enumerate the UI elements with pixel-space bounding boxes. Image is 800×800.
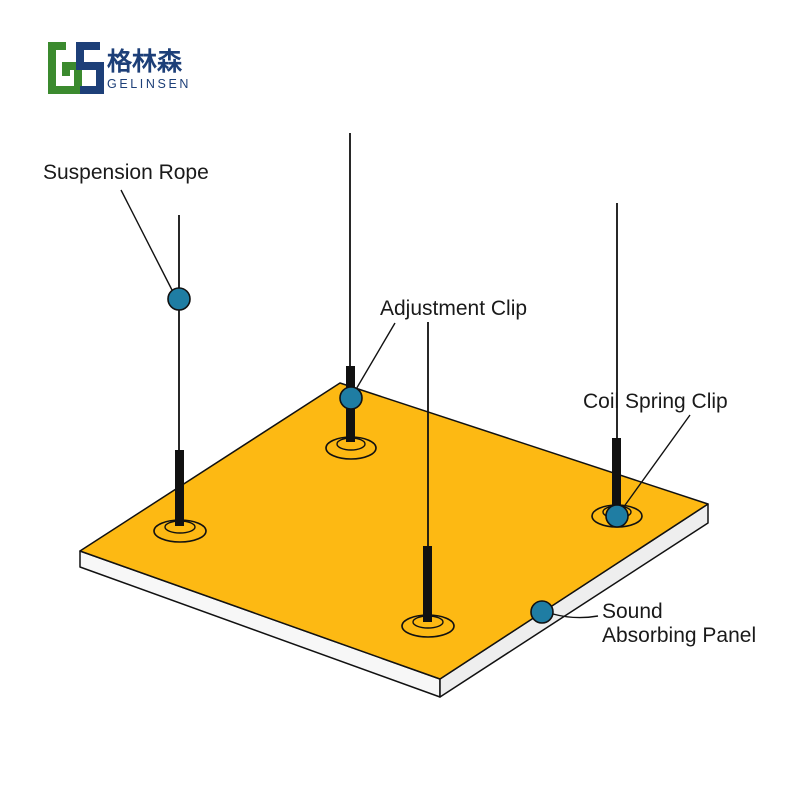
callout-markers (167, 287, 629, 624)
brand-name-en: GELINSEN (107, 77, 191, 91)
adjustment-clip-front (423, 546, 432, 622)
leader-sound-absorbing-panel (552, 613, 599, 619)
assembly-front (423, 322, 432, 622)
label-sound-absorbing-panel-line2: Absorbing Panel (602, 624, 756, 647)
leader-coil-spring-clip (622, 414, 691, 509)
logo-mark-icon (48, 42, 104, 94)
sound-absorbing-panel (79, 382, 709, 698)
label-suspension-rope: Suspension Rope (43, 161, 209, 184)
leader-lines (120, 189, 691, 619)
leader-suspension-rope (120, 189, 173, 291)
label-coil-spring-clip: Coil Spring Clip (583, 390, 728, 413)
marker-adjustment-clip (339, 386, 363, 410)
assembly-right (612, 203, 621, 512)
leader-adjustment-clip (354, 322, 396, 392)
marker-suspension-rope (167, 287, 191, 311)
gelinsen-logo: 格林森 GELINSEN (48, 42, 191, 94)
assembly-left (175, 215, 184, 526)
label-sound-absorbing-panel-line1: Sound (602, 600, 663, 623)
coil-spring-clip-right (612, 438, 621, 512)
label-adjustment-clip: Adjustment Clip (380, 297, 527, 320)
marker-sound-absorbing-panel (530, 600, 554, 624)
marker-coil-spring-clip (605, 504, 629, 528)
callout-labels: Suspension Rope Adjustment Clip Coil Spr… (43, 161, 756, 647)
adjustment-clip-left (175, 450, 184, 526)
brand-name-cn: 格林森 (107, 47, 183, 76)
